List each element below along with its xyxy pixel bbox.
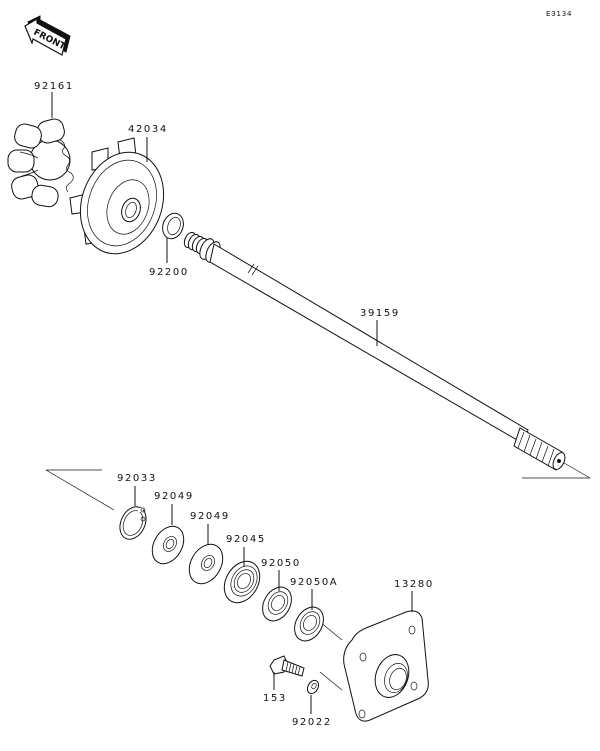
lock-washer-part[interactable] xyxy=(305,678,321,695)
part-label-92200[interactable]: 92200 xyxy=(149,267,189,278)
part-label-92022[interactable]: 92022 xyxy=(292,717,332,728)
part-label-92161[interactable]: 92161 xyxy=(34,81,74,92)
part-label-42034[interactable]: 42034 xyxy=(128,124,168,135)
part-label-39159[interactable]: 39159 xyxy=(360,308,400,319)
impeller-part[interactable] xyxy=(67,137,178,266)
part-label-92033[interactable]: 92033 xyxy=(117,473,157,484)
part-label-92050A[interactable]: 92050A xyxy=(290,577,338,588)
axis-line-washer xyxy=(319,671,343,691)
circlip-part[interactable] xyxy=(115,503,151,544)
part-label-92049-b[interactable]: 92049 xyxy=(190,511,230,522)
oil-seal-a-part[interactable] xyxy=(289,602,330,646)
seal-2-part[interactable] xyxy=(183,538,230,589)
oil-seal-part[interactable] xyxy=(257,582,298,626)
front-arrow-icon: FRONT xyxy=(24,15,71,56)
bolt-part[interactable] xyxy=(269,655,305,677)
diagram-code: E3134 xyxy=(546,10,572,18)
housing-cover-part[interactable] xyxy=(343,610,429,722)
bearing-part[interactable] xyxy=(217,555,267,609)
washer-part[interactable] xyxy=(159,210,187,241)
part-label-92050[interactable]: 92050 xyxy=(261,558,301,569)
drive-shaft-part[interactable] xyxy=(182,231,567,472)
coupler-part[interactable] xyxy=(7,117,74,208)
axis-line-left xyxy=(45,469,115,511)
part-label-92049-a[interactable]: 92049 xyxy=(154,491,194,502)
part-label-13280[interactable]: 13280 xyxy=(394,579,434,590)
part-label-153[interactable]: 153 xyxy=(263,693,287,704)
axis-line-right xyxy=(563,462,591,479)
seal-1-part[interactable] xyxy=(146,521,190,570)
part-label-92045[interactable]: 92045 xyxy=(226,534,266,545)
axis-line-cover xyxy=(319,621,343,641)
